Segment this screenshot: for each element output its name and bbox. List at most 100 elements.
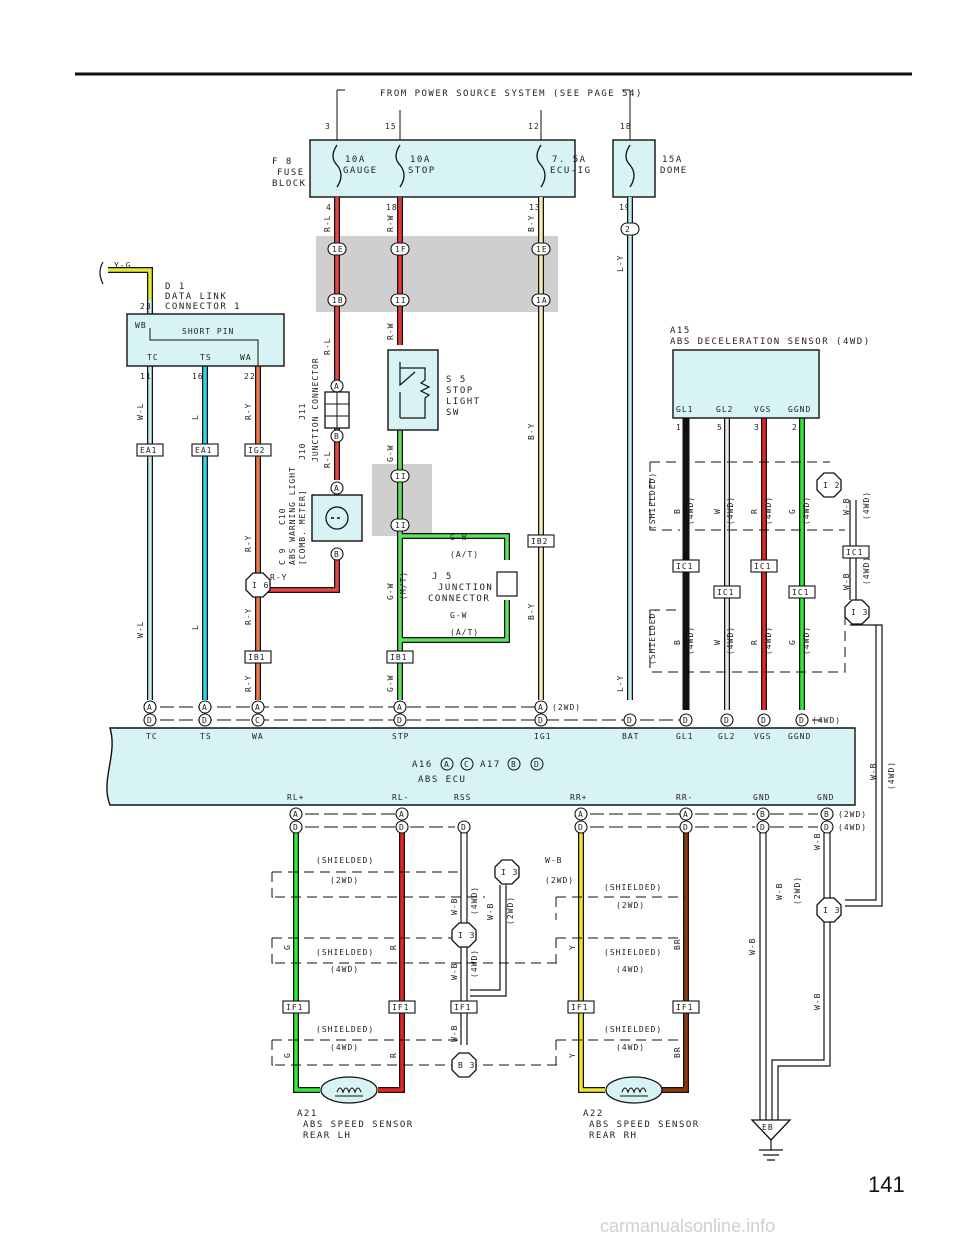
pin-label: 4 [326,203,332,212]
wire-color-label: W-B [775,883,784,900]
junction-connector-j5 [496,571,518,597]
pin-label: GL1 [676,732,693,741]
pin-label: WA [240,353,252,362]
connector-tag: EA1 [136,443,164,457]
connector-tag: IB1 [244,650,272,664]
pin-letter: A [683,810,689,819]
connector-tag: 1E [531,242,551,256]
junction-hexagon: B 3 [451,1052,477,1078]
wire-color-label: (A/T) [450,550,479,559]
pin-letter: A [293,810,299,819]
wire-color-label: Y [568,944,577,950]
pin-marker: D [756,820,770,834]
wire-color-label: (2WD) [838,810,867,819]
sensor-lh-name: ABS SPEED SENSOR [303,1120,414,1130]
pin-label: GND [817,793,834,802]
short-pin-label: SHORT PIN [182,327,234,336]
junction-label: I 3 [851,608,868,617]
ecu-top-terminals: TC TS WA STP IG1 BAT GL1 GL2 VGS GGND [146,732,810,741]
junction-hexagon: I 3 [816,897,842,923]
wire-color-label: (4WD) [470,886,479,915]
pin-label: BAT [622,732,639,741]
junction-hexagon: I 2 [816,472,842,498]
wire-color-label: (2WD) [330,876,359,885]
connector-tag: 1I [390,518,410,532]
pin-marker: D [795,713,809,727]
data-link-label2: CONNECTOR 1 [165,302,241,312]
pin-letter: D [147,716,153,725]
wire-color-label: B [673,639,682,645]
decel-sensor-id: A15 [670,326,691,336]
wire-color-label: W-B [748,938,757,955]
pin-letter: D [399,823,405,832]
wire-color-label: (4WD) [330,1043,359,1052]
connector-tag: IC1 [788,585,816,599]
pin-marker: B [330,547,344,561]
pin-marker: D [757,713,771,727]
wire-color-label: (4WD) [616,1043,645,1052]
connector-tag-label: IF1 [571,1003,588,1012]
pin-marker: D [574,820,588,834]
wire-color-label: R-W [386,215,395,232]
sensor-rh-side: REAR RH [589,1131,637,1141]
wire-color-label: (4WD) [726,626,735,655]
wire-color-label: (SHIELDED) [604,948,662,957]
connector-tag: IB2 [527,534,555,548]
connector-tag: IC1 [842,545,870,559]
connector-tag-label: IB2 [531,537,548,546]
wire-color-label: B-Y [527,423,536,440]
pin-letter: B [824,810,830,819]
pin-marker: A [251,700,265,714]
connector-tag: IF1 [567,1000,595,1014]
wire-color-label: (4WD) [838,823,867,832]
shield-outlines [271,461,846,1066]
connector-tag-label: 1I [395,472,407,481]
wire-color-label: W-B [450,963,459,980]
wire-color-label: (4WD) [726,496,735,525]
watermark: carmanualsonline.info [600,1216,775,1236]
wire-color-label: R [389,944,398,950]
connector-tag: 1I [390,293,410,307]
pin-marker: D [143,713,157,727]
connector-tag-label: 1E [536,245,548,254]
j11-id: J11 [298,403,307,420]
pin-letter: D [799,716,805,725]
pin-letter: D [724,716,730,725]
connector-tag: IF1 [672,1000,700,1014]
wire-color-label: (2WD) [616,901,645,910]
fuse-block-label2: BLOCK [272,179,307,189]
wire-color-label: G [283,1052,292,1058]
connector-tag: IB1 [386,650,414,664]
connector-tag: IC1 [672,559,700,573]
pin-letter: D [202,716,208,725]
stop-sw-label2: LIGHT [446,397,481,407]
wire-color-label: (4WD) [802,626,811,655]
wire-color-label: (4WD) [887,761,896,790]
connector-tag-label: IC1 [792,588,809,597]
stop-light-switch [387,349,439,431]
wire-color-label: (4WD) [862,491,871,520]
pin-letter: A [334,484,340,493]
pin-letter: B [760,810,766,819]
stop-sw-id: S 5 [446,375,467,385]
pin-label: TS [200,353,212,362]
connector-tag-label: IF1 [676,1003,693,1012]
pin-letter: D [538,716,544,725]
pin-letter: D [760,823,766,832]
pin-label: WA [252,732,264,741]
connector-tag: 2 [620,222,640,236]
ecu-name: ABS ECU [418,775,466,785]
wire-color-label: (2WD) [545,876,574,885]
pin-label: TC [147,353,159,362]
wire-color-label: G-W [386,445,395,462]
wire-color-label: (SHIELDED) [604,883,662,892]
ecu-label-a17: A17 [480,760,501,770]
pin-letter: C [255,716,261,725]
wire-color-label: W-L [136,621,145,638]
fuse-gauge-amp: 10A [345,155,366,165]
j11-label: JUNCTION CONNECTOR [311,357,320,462]
connector-tag-label: IF1 [286,1003,303,1012]
